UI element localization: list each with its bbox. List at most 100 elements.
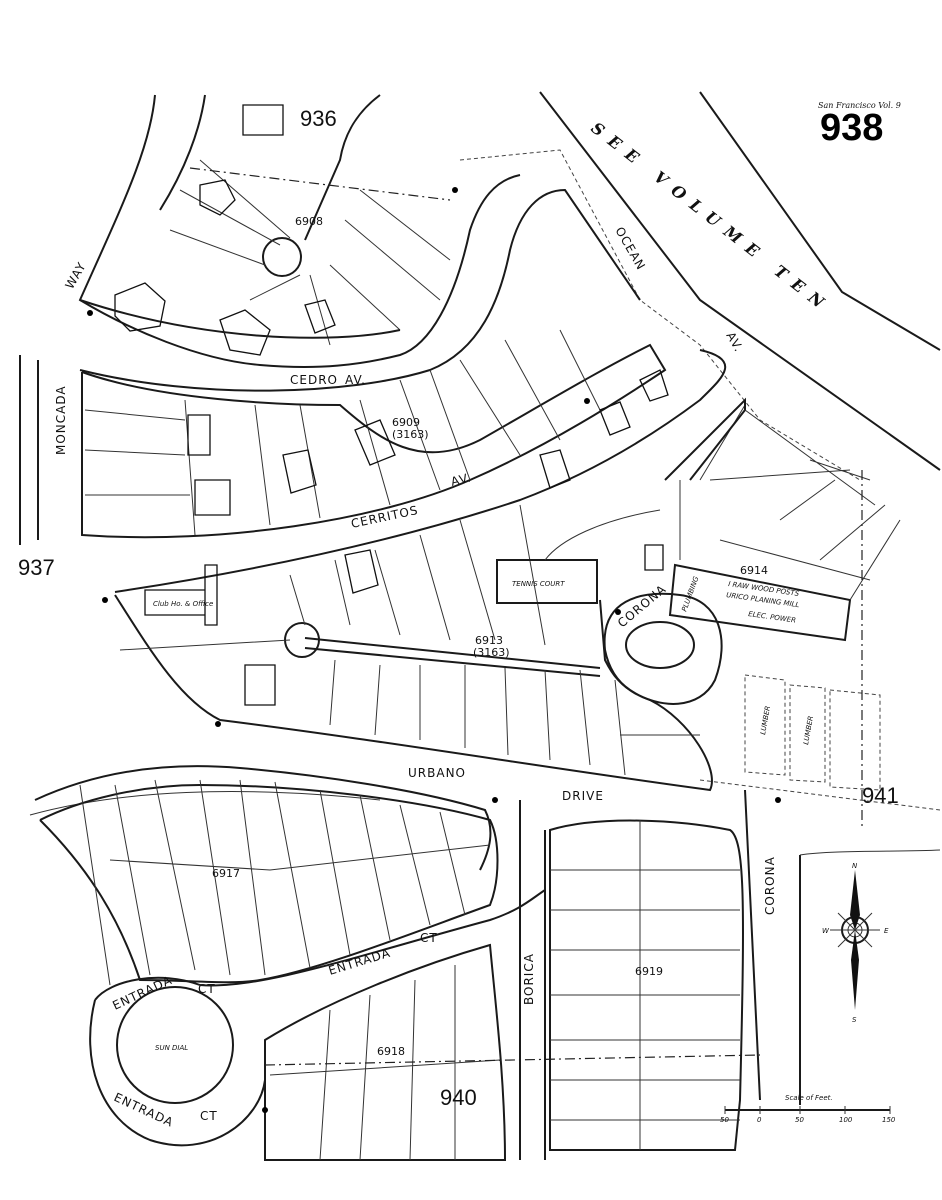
plumbing-label: PLUMBING	[680, 575, 700, 613]
building-936-corner	[242, 104, 284, 136]
cedro-av-north-line	[79, 299, 401, 339]
compass-rose: N S E W	[822, 862, 889, 1024]
urbano-drive-north-line	[34, 765, 492, 871]
building-a	[199, 179, 236, 216]
block-6917-label: 6917	[212, 867, 240, 880]
block-6914-label: 6914	[740, 564, 768, 577]
block-6908-outline	[78, 94, 521, 368]
alley-6914	[664, 397, 746, 481]
moncada-street-label: MONCADA	[54, 385, 68, 455]
lot-lines-6919	[550, 820, 740, 1150]
block-6918-label: 6918	[377, 1045, 405, 1058]
corona-circle-outer	[603, 592, 723, 705]
borica-street-lines	[519, 800, 546, 1160]
adjacent-sheet-west: 937	[18, 555, 55, 580]
adjacent-sheet-north: 936	[300, 106, 337, 131]
corona-circle-label: CORONA	[615, 582, 669, 631]
compass-w: W	[822, 927, 830, 935]
ocean-curb-dash	[459, 149, 861, 481]
lot-lines-6913	[119, 504, 700, 776]
building-d	[304, 299, 336, 334]
scale-tick-0: 50	[720, 1116, 729, 1124]
corona-south-label: CORONA	[763, 856, 777, 915]
cerritos-street-label: CERRITOS	[350, 503, 420, 531]
entrada-ct-outer-south	[89, 999, 266, 1147]
lot-lines-6908	[169, 159, 451, 346]
moncada-street-lines	[19, 355, 39, 545]
entrada-south-ct-label: CT	[200, 1109, 218, 1123]
block-6918-outline	[264, 943, 507, 1161]
entrada-ct-ct-label: CT	[420, 931, 438, 945]
urbano-street-label: URBANO	[408, 766, 466, 780]
block-6913-label: 6913	[475, 634, 503, 647]
compass-s: S	[852, 1016, 857, 1024]
cul-de-sac-stem-6913	[304, 637, 601, 677]
building-c	[219, 309, 271, 356]
tennis-court	[496, 559, 598, 604]
building-b	[114, 282, 166, 332]
tennis-court-label: TENNIS COURT	[512, 580, 565, 588]
adjacent-sheet-south: 940	[440, 1085, 477, 1110]
cul-de-sac-stem	[304, 94, 381, 241]
cedro-street-label: CEDRO	[290, 373, 338, 387]
sheet-number: 938	[820, 107, 883, 149]
road-upper-left	[159, 94, 206, 211]
sun-dial-label: SUN DIAL	[155, 1044, 188, 1052]
block-6909-sub-label: (3163)	[392, 428, 429, 441]
buildings-6913	[144, 449, 664, 706]
lot-lines-right	[744, 409, 901, 601]
lumber-yard-sheds	[744, 674, 881, 791]
block-6913-sub-label: (3163)	[473, 646, 510, 659]
lumber-2-label: LUMBER	[802, 715, 815, 745]
compass-e: E	[884, 927, 889, 935]
tennis-curve	[544, 509, 661, 561]
fire-limit-line-top	[189, 167, 451, 201]
ocean-street-label: OCEAN	[612, 225, 648, 273]
lot-lines-6909	[84, 329, 601, 536]
volume-label: San Francisco Vol. 9	[818, 101, 901, 110]
corona-circle-island	[625, 621, 695, 669]
cul-de-sac-6908	[262, 237, 302, 277]
ocean-av-west-line	[539, 91, 941, 471]
club-office-label: Club Ho. & Office	[153, 600, 213, 608]
scale-tick-3: 100	[839, 1116, 853, 1124]
ocean-av-label: AV.	[723, 330, 746, 355]
block-6917-outline	[39, 783, 499, 984]
adjacent-sheet-east: 941	[862, 783, 899, 808]
drive-street-label: DRIVE	[562, 789, 604, 803]
cerritos-av-south-line	[114, 349, 727, 593]
block-6909-label: 6909	[392, 416, 420, 429]
compass-n: N	[852, 862, 858, 870]
lot-lines-6917	[79, 779, 491, 986]
ocean-av-east-line	[699, 91, 941, 351]
cerritos-av-label: AV.	[449, 470, 473, 489]
entrada-ct-outer-north	[94, 976, 201, 1001]
urbano-drive-east-dash	[699, 779, 941, 811]
scale-tick-2: 50	[795, 1116, 804, 1124]
block-6919-label: 6919	[635, 965, 663, 978]
urbano-drive-inner-line	[29, 791, 381, 816]
see-volume-note: SEE VOLUME TEN	[588, 118, 829, 312]
lot-lines-6918	[269, 965, 501, 1161]
scale-of-feet: Scale of Feet. 50 0 50 100 150	[720, 1094, 896, 1124]
sun-dial-circle	[116, 986, 234, 1104]
cul-de-sac-6913	[284, 622, 320, 658]
corona-south-street-lines	[744, 789, 801, 1105]
planing-mill-building	[668, 563, 852, 642]
scale-tick-4: 150	[882, 1116, 896, 1124]
scale-tick-1: 0	[757, 1116, 762, 1124]
entrada-ct-label: ENTRADA	[327, 946, 392, 978]
elec-power-label: ELEC. POWER	[748, 610, 797, 625]
corona-south-east-line	[799, 849, 941, 856]
hydrant-dots	[87, 187, 781, 1113]
block-6909-outline	[81, 343, 667, 539]
block-6908-label: 6908	[295, 215, 323, 228]
scale-title: Scale of Feet.	[785, 1094, 833, 1102]
borica-street-label: BORICA	[522, 953, 536, 1005]
fire-limit-line-bottom	[264, 1054, 761, 1066]
entrada-ct-north-line	[199, 889, 546, 987]
cedro-av-label: AV.	[345, 373, 366, 387]
lumber-1-label: LUMBER	[759, 705, 772, 735]
lot-lines-6914	[679, 404, 871, 581]
